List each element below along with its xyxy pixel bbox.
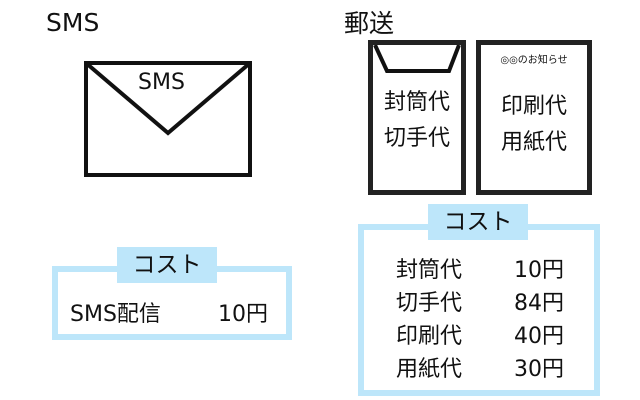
sms-envelope-icon bbox=[84, 61, 252, 177]
sms-title: SMS bbox=[46, 8, 100, 37]
post-cost-label: コスト bbox=[428, 204, 528, 240]
cost-item: 切手代 bbox=[396, 291, 463, 316]
cost-price: 40円 bbox=[514, 324, 564, 349]
post-letter: ◎◎のお知らせ 印刷代 用紙代 bbox=[476, 40, 592, 195]
cost-item: 用紙代 bbox=[396, 357, 463, 382]
cost-price: 10円 bbox=[218, 302, 268, 327]
envelope-line: 切手代 bbox=[383, 126, 450, 151]
cost-item: 封筒代 bbox=[396, 258, 463, 283]
envelope-flap-icon bbox=[373, 45, 461, 73]
letter-line: 用紙代 bbox=[500, 130, 567, 155]
sms-cost-label: コスト bbox=[117, 247, 217, 283]
post-cost-box: 封筒代 10円 切手代 84円 印刷代 40円 用紙代 30円 bbox=[358, 224, 600, 396]
letter-header: ◎◎のお知らせ bbox=[500, 55, 568, 66]
cost-item: 印刷代 bbox=[396, 324, 463, 349]
envelope-line: 封筒代 bbox=[383, 90, 450, 115]
cost-item: SMS配信 bbox=[70, 302, 161, 327]
cost-price: 84円 bbox=[514, 291, 564, 316]
post-title: 郵送 bbox=[344, 9, 395, 38]
cost-price: 10円 bbox=[514, 258, 564, 283]
letter-line: 印刷代 bbox=[500, 94, 567, 119]
cost-price: 30円 bbox=[514, 357, 564, 382]
post-envelope: 封筒代 切手代 bbox=[368, 40, 466, 195]
sms-envelope-text: SMS bbox=[138, 70, 185, 95]
